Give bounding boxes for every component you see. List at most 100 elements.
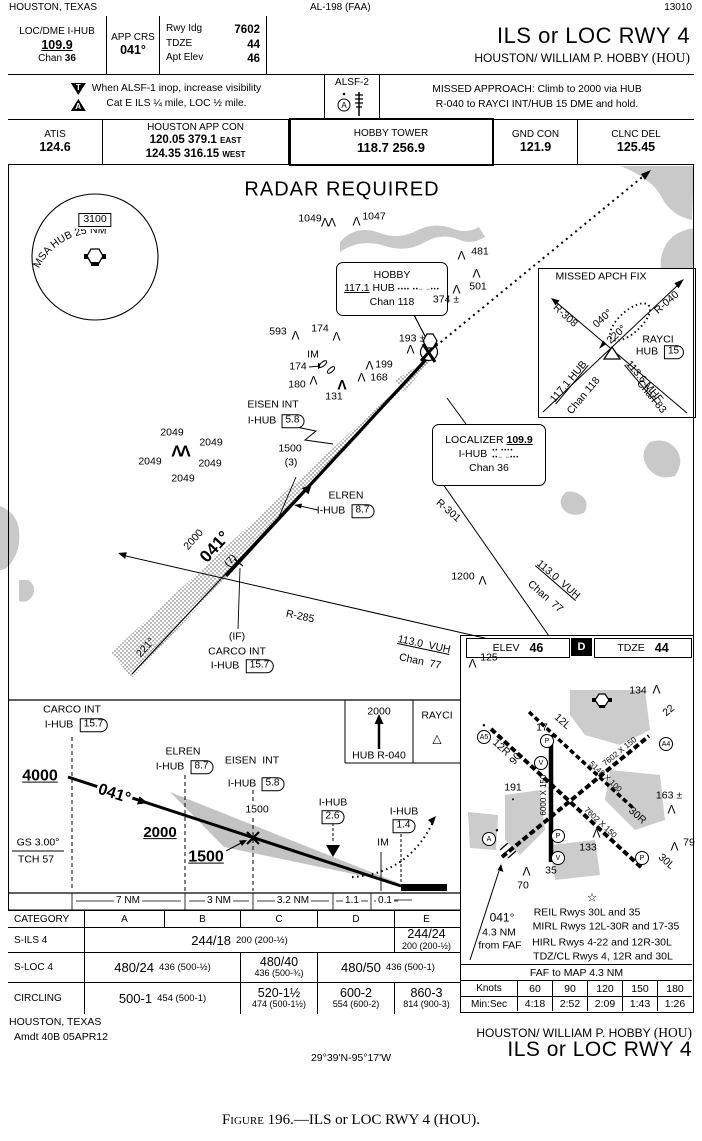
circling-e-cell: 860-3 814 (900-3)	[395, 983, 458, 1014]
visibility-notes-box: T A When ALSF-1 inop, increase visibilit…	[8, 75, 325, 119]
hobby-chan: Chan 118	[369, 295, 415, 308]
atis-value: 124.6	[39, 140, 71, 155]
margin-date-code: 13010	[664, 2, 692, 13]
sloc-ab-vis: 436 (500-½)	[159, 962, 211, 973]
appcon-freq-east: 120.05 379.1	[149, 133, 217, 146]
sloc-label: S-LOC 4	[8, 953, 85, 982]
apt-elev-label: Apt Elev	[166, 52, 204, 64]
title-block: ILS or LOC RWY 4 HOUSTON/ WILLIAM P. HOB…	[267, 16, 694, 74]
atis-label: ATIS	[44, 128, 66, 140]
circling-e-vis: 814 (900-3)	[403, 999, 450, 1010]
margin-chart-number: AL-198 (FAA)	[310, 2, 371, 13]
minsec-value: 4:18	[517, 997, 552, 1011]
minsec-value: 2:52	[552, 997, 587, 1011]
footer-city: HOUSTON, TEXAS	[9, 1016, 102, 1028]
col-a: A	[85, 911, 165, 927]
hobby-freq: 117.1	[344, 282, 370, 295]
note-line1: When ALSF-1 inop, increase visibility	[91, 83, 262, 95]
circling-ab-cell: 500-1 454 (500-1)	[85, 983, 241, 1014]
clearance-value: 125.45	[616, 140, 656, 155]
knots-value: 90	[552, 981, 587, 996]
hobby-name: HOBBY	[373, 268, 411, 281]
caption-text: 196.—ILS or LOC RWY 4 (HOU).	[263, 1112, 481, 1128]
footer-facility: HOUSTON/ WILLIAM P. HOBBY (HOU)	[476, 1025, 692, 1041]
circling-d-main: 600-2	[340, 985, 372, 1000]
minimums-table: CATEGORY A B C D E S-ILS 4 244/18 200 (2…	[8, 910, 460, 1014]
sils-ad-main: 244/18	[191, 932, 231, 948]
alsf-icon: A	[337, 91, 363, 116]
loc-frequency: 109.9	[41, 37, 73, 52]
col-e: E	[423, 913, 430, 925]
circling-d-vis: 554 (600-2)	[332, 999, 380, 1010]
circling-c-cell: 520-1½ 474 (500-1½)	[241, 983, 318, 1014]
loc-chan-label: Chan	[38, 52, 62, 64]
clearance-label: CLNC DEL	[611, 128, 661, 140]
sils-e-main: 244/24	[407, 927, 446, 942]
sils-ad-cell: 244/18 200 (200-½)	[85, 928, 395, 952]
apt-elev-value: 46	[247, 53, 260, 66]
missed-approach-box: MISSED APPROACH: Climb to 2000 via HUB R…	[380, 75, 694, 119]
circling-d-cell: 600-2 554 (600-2)	[318, 983, 395, 1014]
minsec-value: 1:26	[657, 997, 692, 1011]
sloc-de-vis: 436 (500-1)	[385, 962, 435, 973]
procedure-title: ILS or LOC RWY 4	[496, 22, 690, 48]
footer-amendment: Amdt 40B 05APR12	[14, 1031, 108, 1043]
note-line2: Cat E ILS ¼ mile, LOC ½ mile.	[106, 98, 247, 109]
caption-prefix: Figure	[221, 1112, 264, 1128]
alternate-mins-icon: A	[70, 99, 86, 111]
tdze-box: TDZE 44	[594, 638, 692, 658]
footer-procedure: ILS or LOC RWY 4	[507, 1038, 692, 1061]
tower-value: 118.7 256.9	[357, 139, 425, 155]
tower-label: HOBBY TOWER	[353, 128, 429, 140]
elev-box: ELEV 46	[466, 638, 570, 658]
airport-inset: ELEV 46 D TDZE 44 FAF to MAP 4.3 NM Knot…	[460, 635, 694, 1013]
knots-value: 180	[657, 981, 692, 996]
circling-e-main: 860-3	[410, 985, 443, 1000]
localizer-morse-icon: •• ••••	[492, 447, 514, 454]
elev-value: 46	[529, 641, 544, 655]
sloc-ab-cell: 480/24 436 (500-½)	[85, 953, 241, 982]
tdze-label: TDZE	[166, 37, 193, 49]
knots-value: 120	[587, 981, 622, 996]
sils-e-vis: 200 (200-½)	[401, 940, 452, 951]
dme-required-icon: D	[571, 638, 592, 656]
sils-label: S-ILS 4	[8, 928, 85, 952]
east-label: EAST	[220, 135, 242, 145]
ground-value: 121.9	[519, 140, 552, 155]
hobby-morse-icon: •••• ••− −•••	[397, 287, 440, 294]
footer-coordinates: 29°39'N-95°17'W	[310, 1052, 392, 1064]
knots-value: 60	[517, 981, 552, 996]
localizer-morse-icon2: ••− −•••	[492, 455, 520, 461]
loc-title: LOC/DME I-HUB	[19, 26, 95, 37]
loc-chan-value: 36	[64, 52, 76, 64]
inset-tdze-label: TDZE	[617, 642, 645, 654]
hobby-id: HUB	[369, 282, 395, 295]
west-label: WEST	[222, 149, 246, 159]
missed-line1: MISSED APPROACH: Climb to 2000 via HUB	[432, 83, 642, 95]
takeoff-mins-icon: T	[70, 83, 86, 95]
sils-e-cell: 244/24 200 (200-½)	[395, 927, 458, 952]
approach-course-box: APP CRS 041°	[107, 16, 160, 74]
minsec-value: 2:09	[587, 997, 622, 1011]
localizer-box: LOCALIZER 109.9 I-HUB •• •••• ••− −••• C…	[432, 424, 546, 486]
sloc-c-cell: 480/40 436 (500-¾)	[241, 953, 318, 982]
clearance-cell: CLNC DEL 125.45	[578, 120, 694, 164]
col-c: C	[241, 911, 318, 927]
localizer-ident-box: LOC/DME I-HUB 109.9 Chan 36	[8, 16, 107, 74]
footer-facility-code: (HOU)	[653, 1025, 692, 1040]
ground-label: GND CON	[511, 128, 560, 140]
circling-label: CIRCLING	[8, 983, 85, 1014]
minsec-label: Min:Sec	[470, 998, 508, 1010]
circling-c-vis: 474 (500-1½)	[251, 999, 307, 1010]
sils-ad-vis: 200 (200-½)	[236, 934, 288, 946]
sloc-ab-main: 480/24	[114, 960, 154, 975]
appcon-freq-west: 124.35 316.15	[145, 147, 220, 160]
appcrs-value: 041°	[120, 43, 146, 58]
sloc-c-main: 480/40	[259, 954, 299, 969]
minsec-value: 1:43	[622, 997, 657, 1011]
missed-apch-fix-inset	[538, 268, 696, 418]
footer-facility-name: HOUSTON/ WILLIAM P. HOBBY	[476, 1026, 654, 1040]
localizer-chan: Chan 36	[469, 462, 509, 475]
